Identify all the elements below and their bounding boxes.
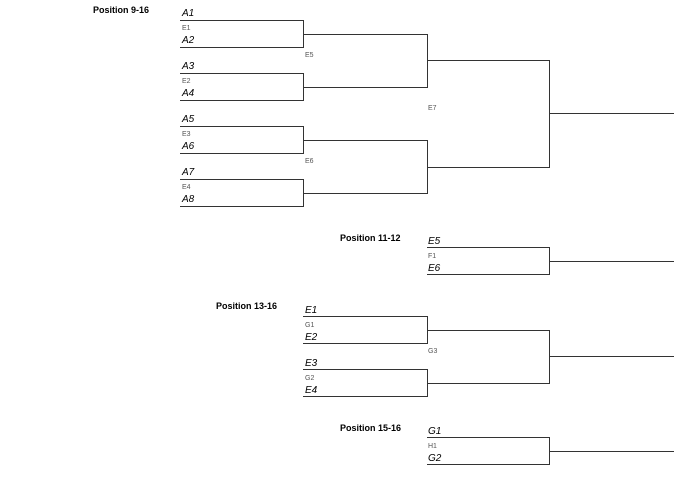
match-label-e7: E7 [428,105,437,112]
team-a3: A3 [182,61,195,72]
match-box-h1 [427,437,550,465]
match-box-e4 [180,179,304,207]
match-box-e7 [427,60,550,168]
match-box-e2 [180,73,304,101]
match-label-e4: E4 [182,184,191,191]
team-a1: A1 [182,8,195,19]
match-box-e1 [180,20,304,48]
match-label-e3: E3 [182,131,191,138]
match-box-g3 [427,330,550,384]
team-e2: E2 [305,332,318,343]
section-label-13-16: Position 13-16 [216,301,278,311]
team-a5: A5 [182,114,195,125]
team-a6: A6 [182,141,195,152]
match-box-e3 [180,126,304,154]
match-label-f1: F1 [428,253,437,260]
team-e1: E1 [305,305,318,316]
match-label-e2: E2 [182,78,191,85]
team-a8: A8 [182,194,195,205]
match-box-f1 [427,247,550,275]
section-label-9-16: Position 9-16 [93,5,150,15]
match-label-e1: E1 [182,25,191,32]
match-box-g2 [303,369,428,397]
section-label-15-16: Position 15-16 [340,423,402,433]
team-e4: E4 [305,385,318,396]
team-a4: A4 [182,88,195,99]
match-box-g1 [303,316,428,344]
section-label-11-12: Position 11-12 [340,233,401,243]
match-label-e6: E6 [305,158,314,165]
match-label-g3: G3 [428,348,438,355]
match-label-g1: G1 [305,322,315,329]
match-box-e6 [303,140,428,194]
team-a7: A7 [182,167,195,178]
team-g2: G2 [428,453,442,464]
match-label-g2: G2 [305,375,315,382]
match-label-e5: E5 [305,52,314,59]
match-box-e5 [303,34,428,88]
team-e5: E5 [428,236,441,247]
team-e6: E6 [428,263,441,274]
team-a2: A2 [182,35,195,46]
team-e3: E3 [305,358,318,369]
team-g1: G1 [428,426,442,437]
match-label-h1: H1 [428,443,437,450]
